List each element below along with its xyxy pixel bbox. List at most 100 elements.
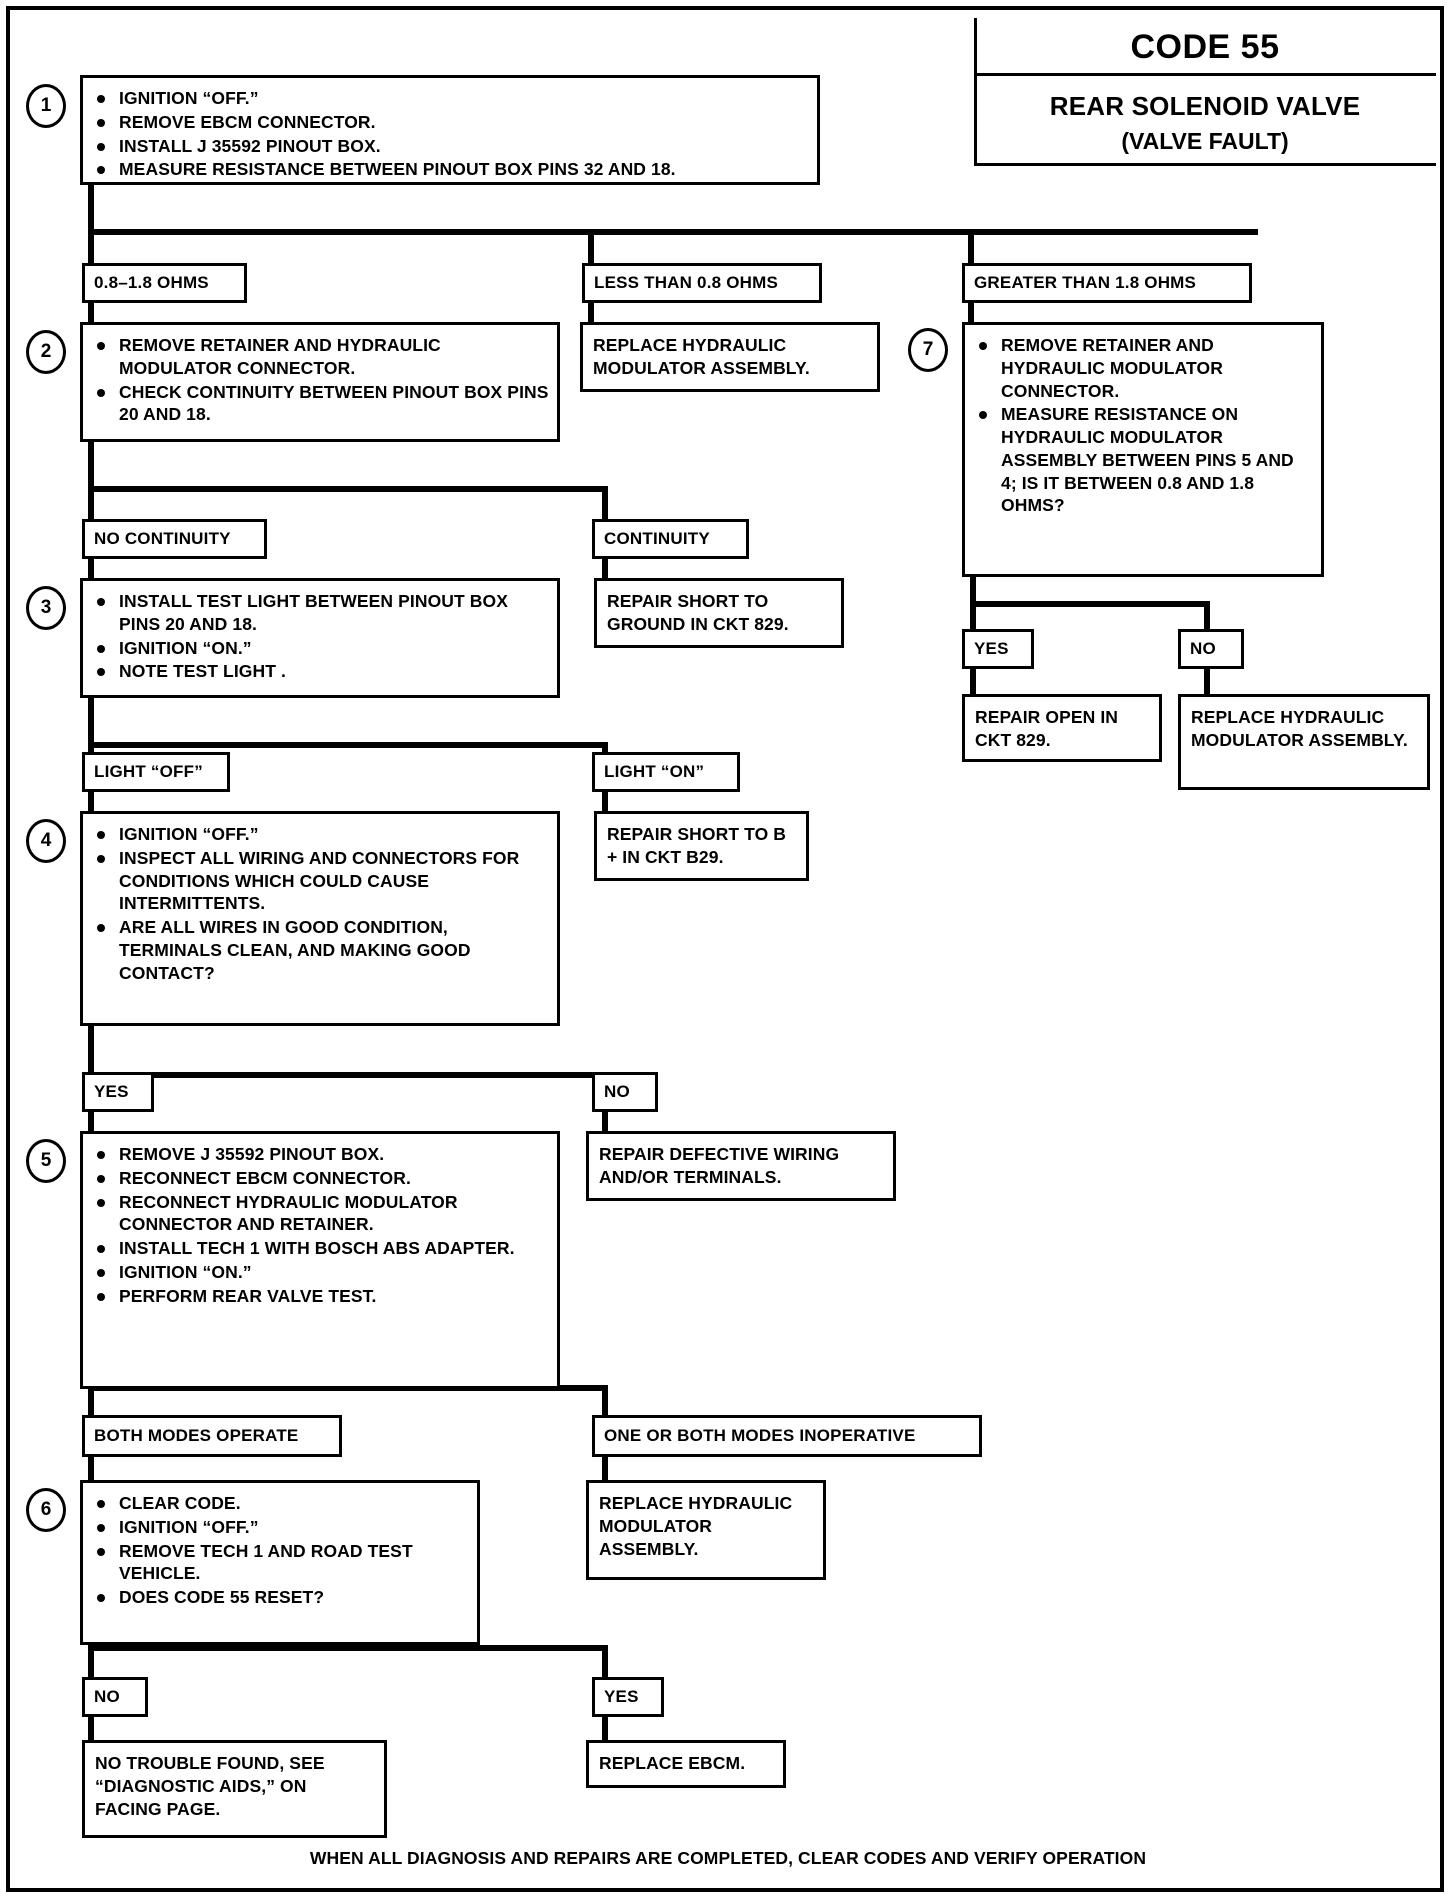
connector <box>970 601 1210 607</box>
connector <box>970 666 976 696</box>
terminal-repair-open: REPAIR OPEN IN CKT 829. <box>962 694 1162 762</box>
step-2-box: REMOVE RETAINER AND HYDRAULIC MODULATOR … <box>80 322 560 442</box>
title-sub: (VALVE FAULT) <box>1121 128 1289 154</box>
step-3-item: IGNITION “ON.” <box>93 637 549 660</box>
connector <box>88 229 1258 235</box>
connector <box>602 486 608 521</box>
step-number-7: 7 <box>908 328 948 372</box>
step-number-5: 5 <box>26 1139 66 1183</box>
connector <box>88 1645 608 1651</box>
step-5-item: RECONNECT EBCM CONNECTOR. <box>93 1167 549 1190</box>
step-6-item: DOES CODE 55 RESET? <box>93 1586 469 1609</box>
connector <box>88 1454 94 1482</box>
connector <box>88 185 94 235</box>
connector <box>968 229 974 264</box>
branch-label-no-continuity: NO CONTINUITY <box>82 519 267 559</box>
connector <box>602 1714 608 1742</box>
step-4-box: IGNITION “OFF.” INSPECT ALL WIRING AND C… <box>80 811 560 1026</box>
terminal-repair-short-b: REPAIR SHORT TO B + IN CKT B29. <box>594 811 809 881</box>
connector <box>88 556 94 584</box>
branch-label-reset-no: NO <box>82 1677 148 1717</box>
connector <box>602 789 608 817</box>
connector <box>88 1645 94 1697</box>
step-3-item: NOTE TEST LIGHT . <box>93 660 549 683</box>
step-1-item: REMOVE EBCM CONNECTOR. <box>93 111 809 134</box>
connector <box>588 300 594 328</box>
branch-label-modes-inop: ONE OR BOTH MODES INOPERATIVE <box>592 1415 982 1457</box>
connector <box>602 1645 608 1680</box>
branch-label-light-off: LIGHT “OFF” <box>82 752 230 792</box>
connector <box>88 486 94 521</box>
step-7-box: REMOVE RETAINER AND HYDRAULIC MODULATOR … <box>962 322 1324 577</box>
connector <box>588 229 594 264</box>
step-4-item: ARE ALL WIRES IN GOOD CONDITION, TERMINA… <box>93 916 549 984</box>
connector <box>88 1072 608 1078</box>
connector <box>602 556 608 584</box>
step-1-item: INSTALL J 35592 PINOUT BOX. <box>93 135 809 158</box>
step-6-box: CLEAR CODE. IGNITION “OFF.” REMOVE TECH … <box>80 1480 480 1645</box>
step-5-item: RECONNECT HYDRAULIC MODULATOR CONNECTOR … <box>93 1191 549 1237</box>
branch-label-reset-yes: YES <box>592 1677 664 1717</box>
branch-label-ohms-high: GREATER THAN 1.8 OHMS <box>962 263 1252 303</box>
branch-label-s7-yes: YES <box>962 629 1034 669</box>
connector <box>88 1385 94 1420</box>
connector <box>968 300 974 328</box>
branch-label-wiring-no: NO <box>592 1072 658 1112</box>
step-6-item: REMOVE TECH 1 AND ROAD TEST VEHICLE. <box>93 1540 469 1586</box>
title-code: CODE 55 <box>1130 28 1280 66</box>
step-1-box: IGNITION “OFF.” REMOVE EBCM CONNECTOR. I… <box>80 75 820 185</box>
step-number-4: 4 <box>26 819 66 863</box>
step-2-item: CHECK CONTINUITY BETWEEN PINOUT BOX PINS… <box>93 381 549 427</box>
branch-label-ohms-ok: 0.8–1.8 OHMS <box>82 263 247 303</box>
title-block <box>974 18 1436 166</box>
step-1-item: MEASURE RESISTANCE BETWEEN PINOUT BOX PI… <box>93 158 809 181</box>
step-7-item: REMOVE RETAINER AND HYDRAULIC MODULATOR … <box>975 334 1313 402</box>
step-5-item: PERFORM REAR VALVE TEST. <box>93 1285 549 1308</box>
connector <box>88 789 94 817</box>
terminal-replace-hm-3: REPLACE HYDRAULIC MODULATOR ASSEMBLY. <box>1178 694 1430 790</box>
step-5-item: REMOVE J 35592 PINOUT BOX. <box>93 1143 549 1166</box>
title-main: REAR SOLENOID VALVE <box>1049 91 1361 121</box>
connector <box>88 486 608 492</box>
connector <box>88 1714 94 1742</box>
terminal-replace-ebcm: REPLACE EBCM. <box>586 1740 786 1788</box>
connector <box>1204 601 1210 631</box>
terminal-repair-wiring: REPAIR DEFECTIVE WIRING AND/OR TERMINALS… <box>586 1131 896 1201</box>
connector <box>970 601 976 631</box>
step-3-item: INSTALL TEST LIGHT BETWEEN PINOUT BOX PI… <box>93 590 549 636</box>
connector <box>88 698 94 748</box>
connector <box>970 577 976 607</box>
step-5-item: INSTALL TECH 1 WITH BOSCH ABS ADAPTER. <box>93 1237 549 1260</box>
step-2-item: REMOVE RETAINER AND HYDRAULIC MODULATOR … <box>93 334 549 380</box>
connector <box>602 1109 608 1137</box>
connector <box>88 742 608 748</box>
page-border <box>6 6 1444 1892</box>
title-divider <box>974 18 1436 76</box>
branch-label-light-on: LIGHT “ON” <box>592 752 740 792</box>
branch-label-wiring-yes: YES <box>82 1072 154 1112</box>
connector <box>602 1454 608 1482</box>
connector <box>602 1385 608 1420</box>
step-3-box: INSTALL TEST LIGHT BETWEEN PINOUT BOX PI… <box>80 578 560 698</box>
step-6-item: IGNITION “OFF.” <box>93 1516 469 1539</box>
terminal-repair-short-ground: REPAIR SHORT TO GROUND IN CKT 829. <box>594 578 844 648</box>
footer-note: WHEN ALL DIAGNOSIS AND REPAIRS ARE COMPL… <box>309 1848 1147 1868</box>
terminal-replace-hm-2: REPLACE HYDRAULIC MODULATOR ASSEMBLY. <box>586 1480 826 1580</box>
branch-label-continuity: CONTINUITY <box>592 519 749 559</box>
connector <box>88 442 94 492</box>
step-1-item: IGNITION “OFF.” <box>93 87 809 110</box>
branch-label-ohms-low: LESS THAN 0.8 OHMS <box>582 263 822 303</box>
terminal-replace-hm-1: REPLACE HYDRAULIC MODULATOR ASSEMBLY. <box>580 322 880 392</box>
connector <box>88 1109 94 1137</box>
step-7-item: MEASURE RESISTANCE ON HYDRAULIC MODULATO… <box>975 403 1313 517</box>
step-5-box: REMOVE J 35592 PINOUT BOX. RECONNECT EBC… <box>80 1131 560 1389</box>
branch-label-s7-no: NO <box>1178 629 1244 669</box>
terminal-no-trouble: NO TROUBLE FOUND, SEE “DIAGNOSTIC AIDS,”… <box>82 1740 387 1838</box>
step-4-item: INSPECT ALL WIRING AND CONNECTORS FOR CO… <box>93 847 549 915</box>
step-number-6: 6 <box>26 1488 66 1532</box>
connector <box>88 300 94 328</box>
step-number-2: 2 <box>26 330 66 374</box>
step-6-item: CLEAR CODE. <box>93 1492 469 1515</box>
connector <box>88 229 94 264</box>
